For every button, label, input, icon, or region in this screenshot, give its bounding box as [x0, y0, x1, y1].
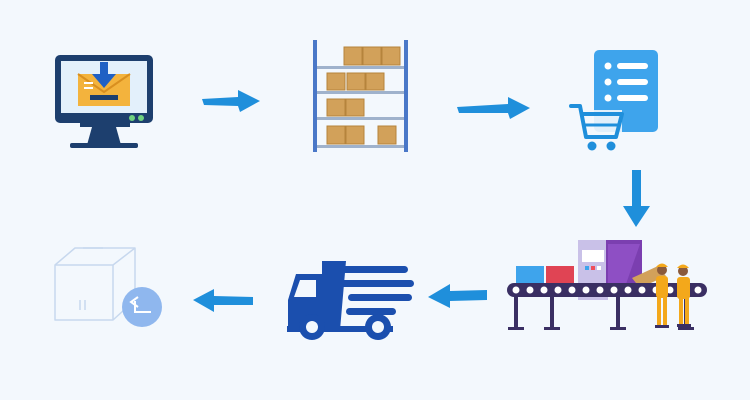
conveyor-belt-workers-icon: [507, 240, 707, 330]
warehouse-shelf-icon: [313, 40, 408, 152]
shopping-cart-checklist-icon: [569, 50, 658, 151]
arrow-left: [193, 289, 253, 312]
arrow-down: [623, 170, 650, 227]
arrow-right: [457, 97, 530, 119]
box-return-icon: [54, 247, 162, 327]
worker-figure: [677, 264, 691, 327]
arrow-left: [428, 284, 487, 308]
worker-figure: [655, 263, 669, 328]
email-download-monitor-icon: [55, 55, 153, 148]
arrow-right: [202, 90, 260, 112]
delivery-truck-icon: [287, 261, 414, 340]
